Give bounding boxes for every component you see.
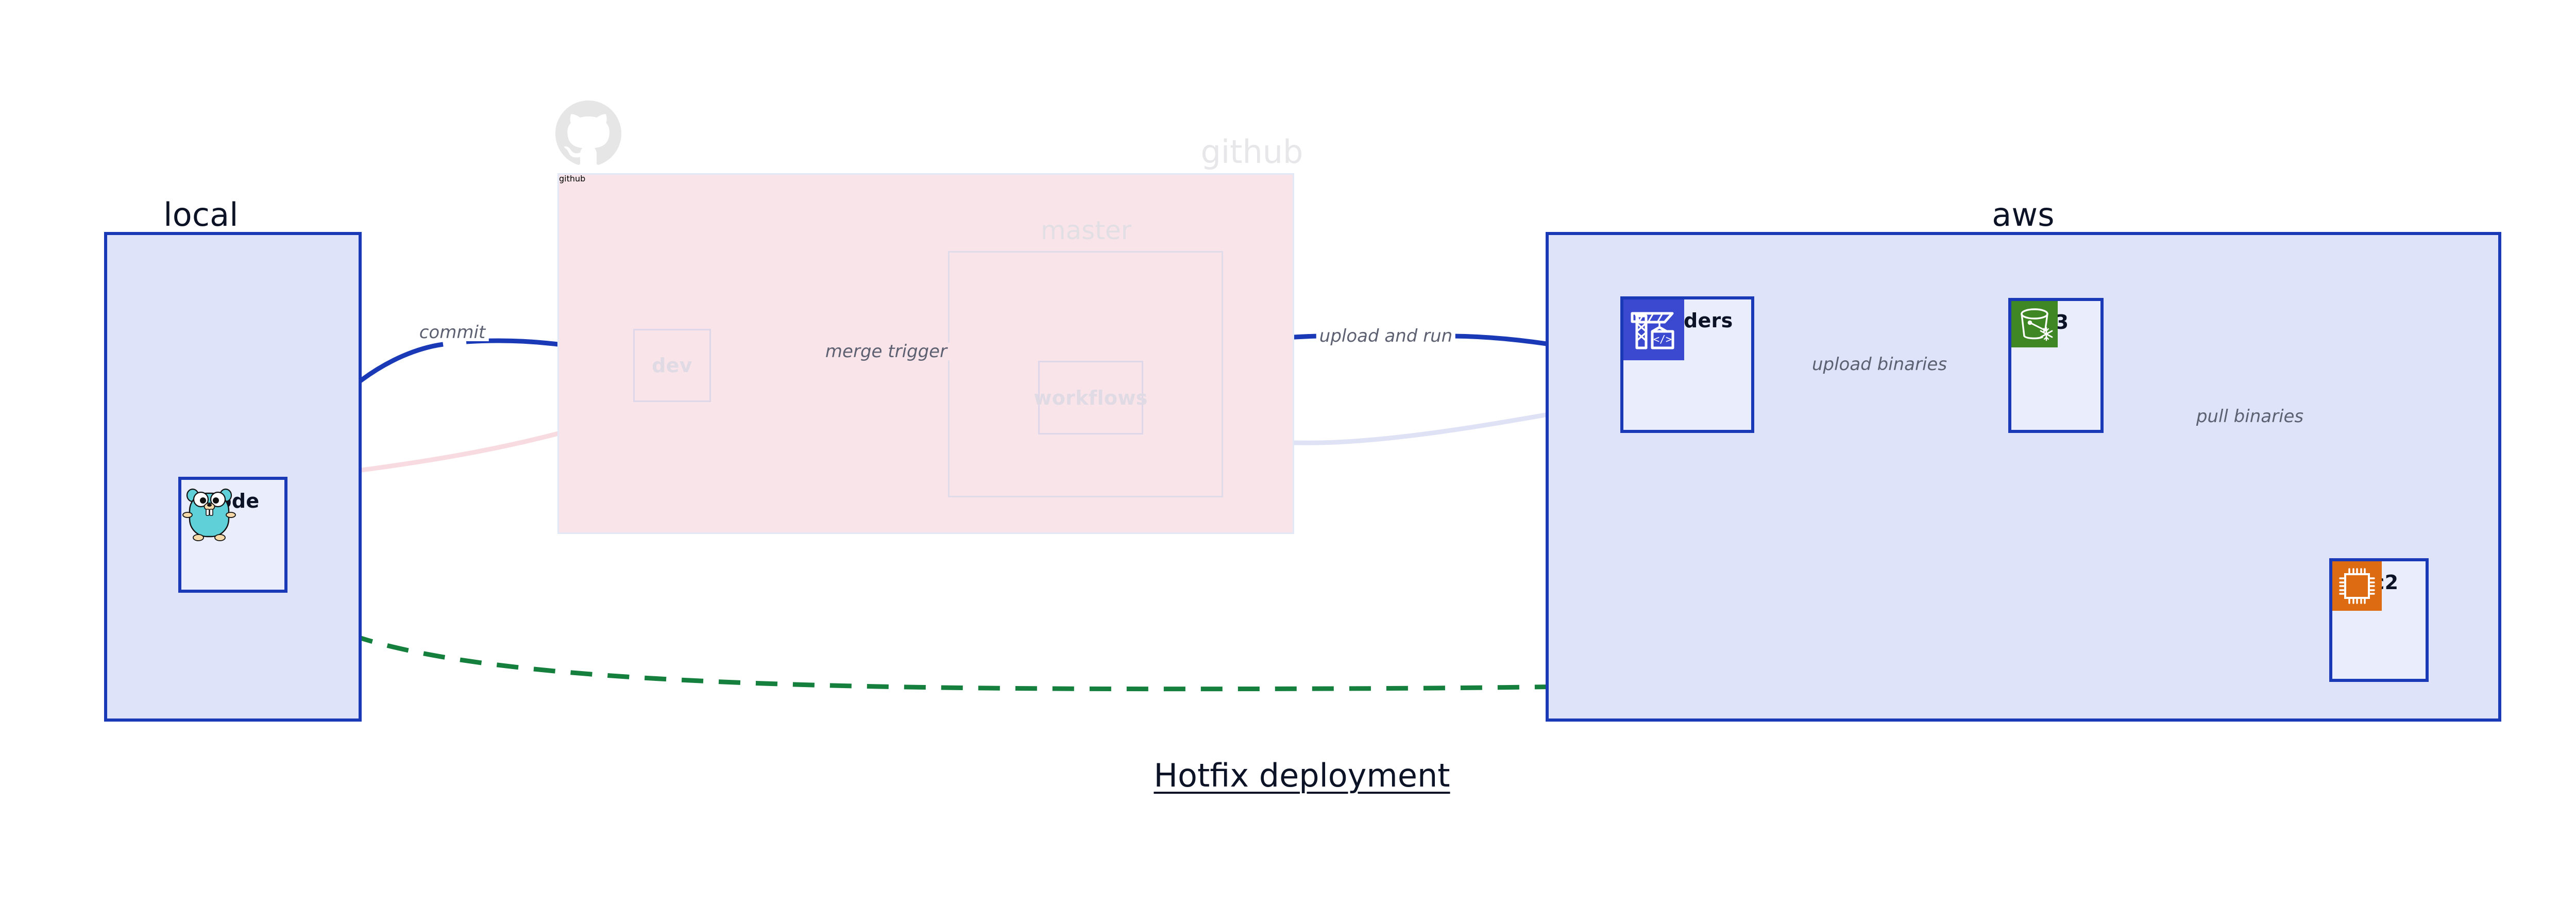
zone-github-name: github (559, 174, 586, 183)
subzone-master: master (948, 251, 1223, 497)
node-builders[interactable]: builders (1620, 296, 1754, 433)
edge-label-pull-binaries: pull binaries (2193, 408, 2307, 425)
svg-text:</>: </> (1653, 333, 1672, 345)
node-dev-label: dev (652, 354, 692, 377)
node-code[interactable]: code (178, 477, 287, 593)
node-workflows-label: workflows (1033, 386, 1148, 409)
edge-label-commit: commit (416, 324, 489, 341)
zone-label-github: github (1200, 133, 1303, 171)
edge-label-merge-trigger: merge trigger (822, 343, 951, 360)
edge-label-upload-and-run: upload and run (1316, 327, 1456, 345)
subzone-label-master: master (1040, 215, 1132, 245)
zone-label-aws: aws (1992, 196, 2055, 233)
edge-label-upload-binaries: upload binaries (1808, 356, 1951, 373)
diagram-title: Hotfix deployment (1154, 757, 1450, 794)
node-dev[interactable]: dev (633, 329, 711, 402)
node-s3[interactable]: s3 (2008, 298, 2104, 433)
zone-label-local: local (163, 196, 239, 233)
node-workflows[interactable]: workflows (1033, 361, 1147, 435)
node-ec2[interactable]: ec2 (2329, 558, 2429, 682)
